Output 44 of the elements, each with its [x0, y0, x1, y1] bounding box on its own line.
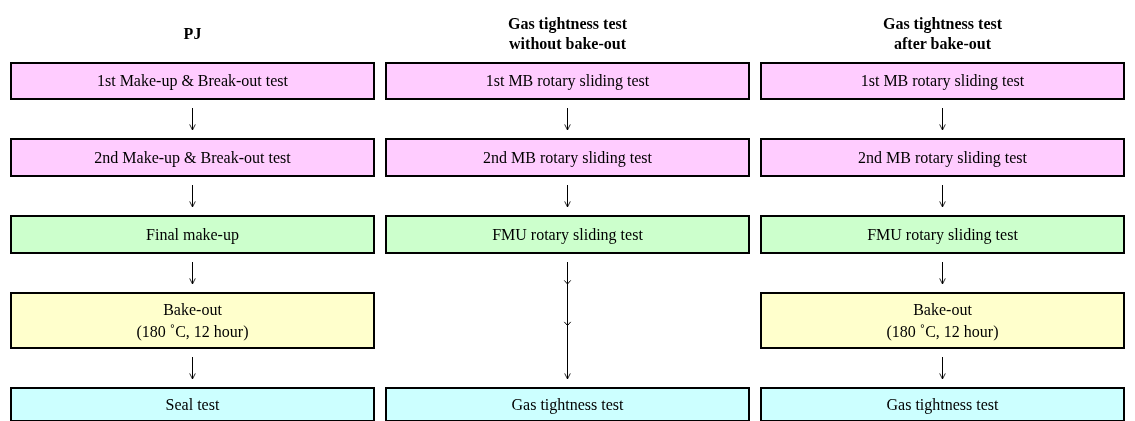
arrow — [939, 184, 946, 208]
process-box — [10, 138, 375, 177]
process-box — [760, 62, 1125, 100]
process-box — [760, 215, 1125, 254]
arrow — [939, 107, 946, 131]
process-box — [385, 387, 750, 421]
column-heading: Gas tightness test without bake-out — [506, 14, 629, 54]
process-box — [760, 387, 1125, 421]
arrow — [189, 184, 196, 208]
box-label: (180 ˚C, 12 hour) — [886, 321, 999, 342]
arrow — [189, 261, 196, 285]
box-label: 2nd MB rotary sliding test — [483, 147, 652, 169]
arrow — [939, 261, 946, 285]
process-box — [385, 62, 750, 100]
process-box — [10, 62, 375, 100]
box-label: 1st MB rotary sliding test — [860, 71, 1025, 92]
arrow — [564, 184, 571, 208]
box-label: Final make-up — [146, 224, 239, 246]
box-label: FMU rotary sliding test — [867, 224, 1018, 246]
box-label: 2nd MB rotary sliding test — [858, 147, 1027, 169]
arrow — [563, 261, 572, 380]
process-box — [10, 292, 375, 349]
process-box — [385, 215, 750, 254]
process-box — [385, 138, 750, 177]
box-label: Seal test — [165, 394, 220, 415]
column-heading: Gas tightness test after bake-out — [881, 14, 1004, 54]
arrow — [939, 356, 946, 380]
box-label: Bake-out — [913, 299, 972, 320]
box-label: 1st Make-up & Break-out test — [96, 71, 289, 92]
box-label: (180 ˚C, 12 hour) — [136, 321, 249, 342]
box-label: Bake-out — [163, 299, 222, 320]
arrow — [189, 356, 196, 380]
box-label: Gas tightness test — [511, 394, 624, 416]
process-box — [760, 138, 1125, 177]
box-label: FMU rotary sliding test — [492, 224, 643, 246]
process-box — [10, 387, 375, 421]
process-box — [760, 292, 1125, 349]
box-label: Gas tightness test — [886, 394, 999, 416]
process-box — [10, 215, 375, 254]
box-label: 2nd Make-up & Break-out test — [94, 147, 291, 169]
arrow — [564, 107, 571, 131]
column-heading: PJ — [182, 24, 203, 44]
box-label: 1st MB rotary sliding test — [485, 71, 650, 92]
arrow — [189, 107, 196, 131]
